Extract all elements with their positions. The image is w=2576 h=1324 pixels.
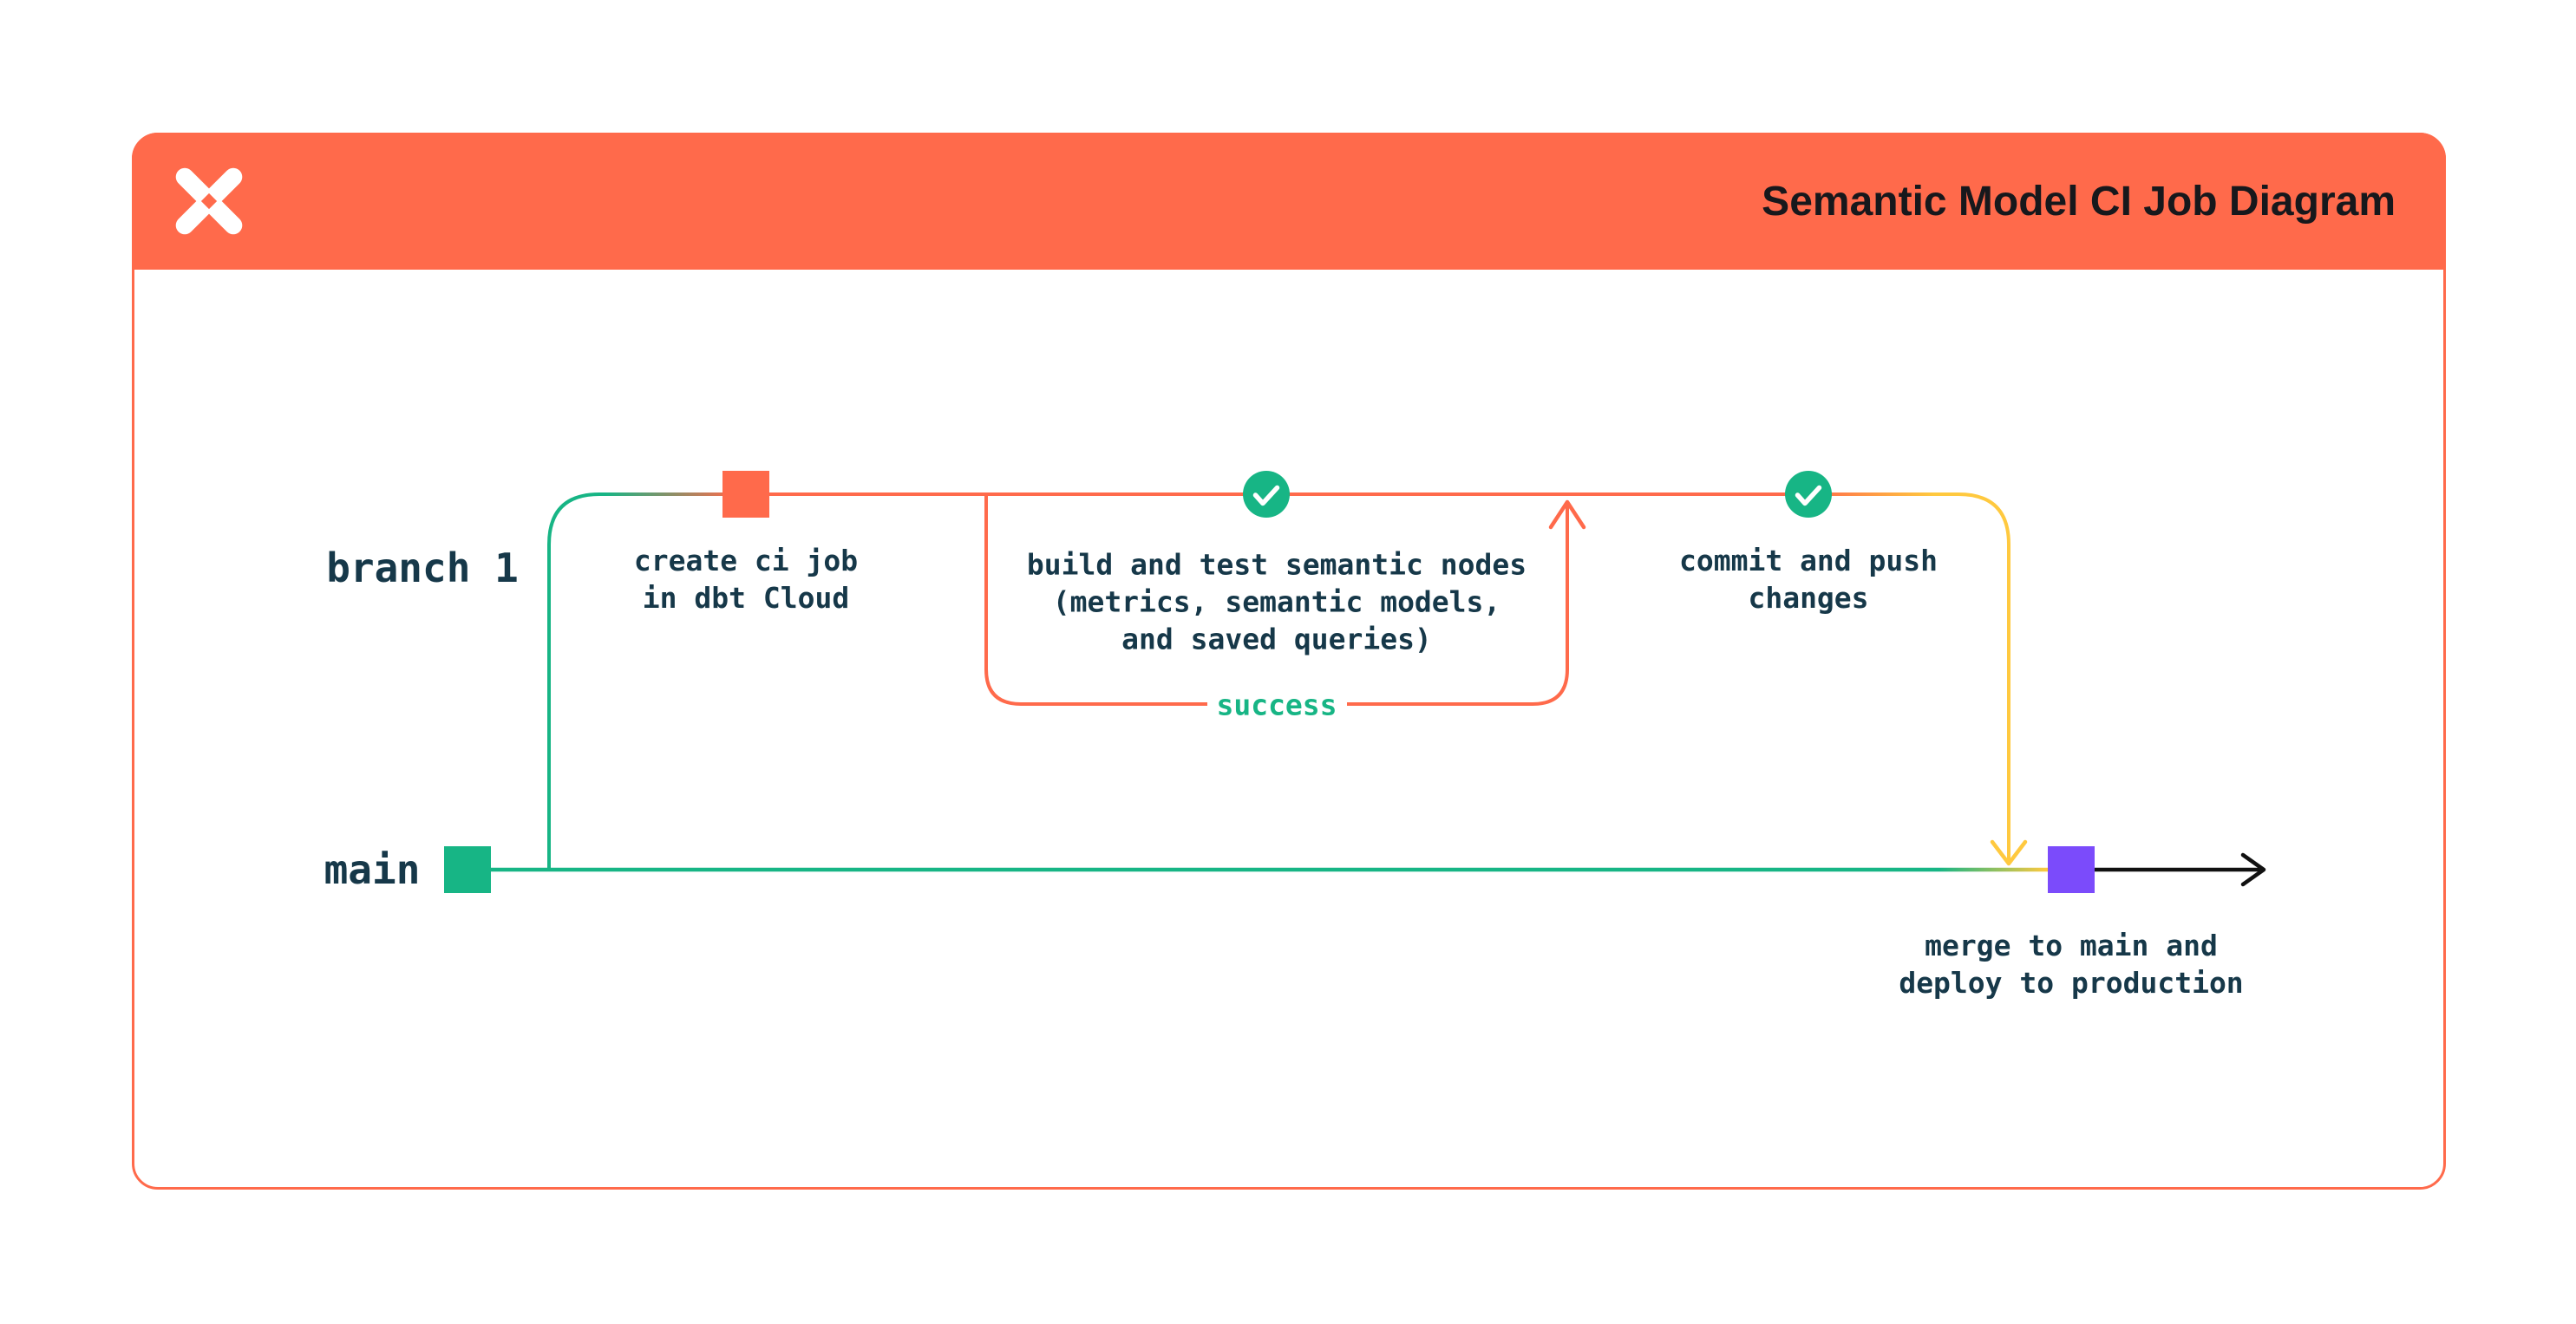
diagram-card: Semantic Model CI Job Diagram: [132, 133, 2446, 1190]
build-test-label: build and test semantic nodes (metrics, …: [1026, 547, 1527, 656]
create-ci-job-label: create ci job in dbt Cloud: [633, 544, 859, 615]
merge-deploy-label: merge to main and deploy to production: [1899, 929, 2244, 1000]
diagram-header: Semantic Model CI Job Diagram: [132, 133, 2446, 270]
dbt-logo-diamond: [200, 192, 218, 210]
dbt-logo: [175, 167, 243, 235]
page-title: Semantic Model CI Job Diagram: [1762, 178, 2396, 225]
commit-push-label: commit and push changes: [1678, 544, 1939, 615]
main-label: main: [324, 846, 421, 893]
branch1-label: branch 1: [326, 545, 519, 591]
success-label: success: [1216, 688, 1337, 722]
